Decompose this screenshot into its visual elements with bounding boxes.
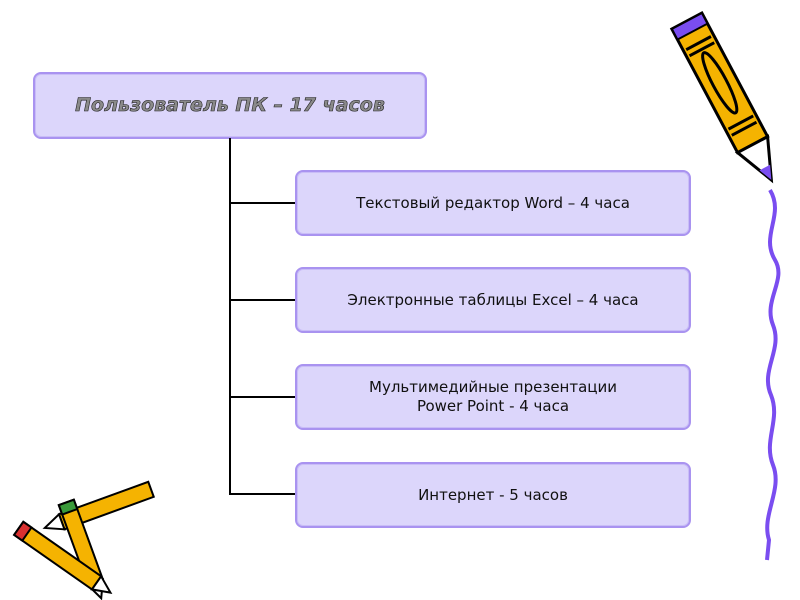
connector-4 [229,493,295,495]
root-label: Пользователь ПК – 17 часов [75,94,385,116]
child-label-line1: Мультимедийные презентации [369,378,617,396]
connector-2 [229,299,295,301]
pencils-icon [12,480,156,600]
child-label: Интернет - 5 часов [418,485,568,504]
squiggle-line-decoration [765,188,781,561]
root-node: Пользователь ПК – 17 часов [33,72,427,139]
connector-vertical [229,138,231,495]
connector-3 [229,396,295,398]
child-label-line2: Power Point - 4 часа [416,397,570,415]
child-label: Текстовый редактор Word – 4 часа [356,193,630,212]
child-node-word: Текстовый редактор Word – 4 часа [295,170,691,236]
connector-1 [229,202,295,204]
pencil-icon [669,10,774,184]
child-node-excel: Электронные таблицы Excel – 4 часа [295,267,691,333]
child-node-internet: Интернет - 5 часов [295,462,691,528]
child-label: Электронные таблицы Excel – 4 часа [347,290,639,309]
